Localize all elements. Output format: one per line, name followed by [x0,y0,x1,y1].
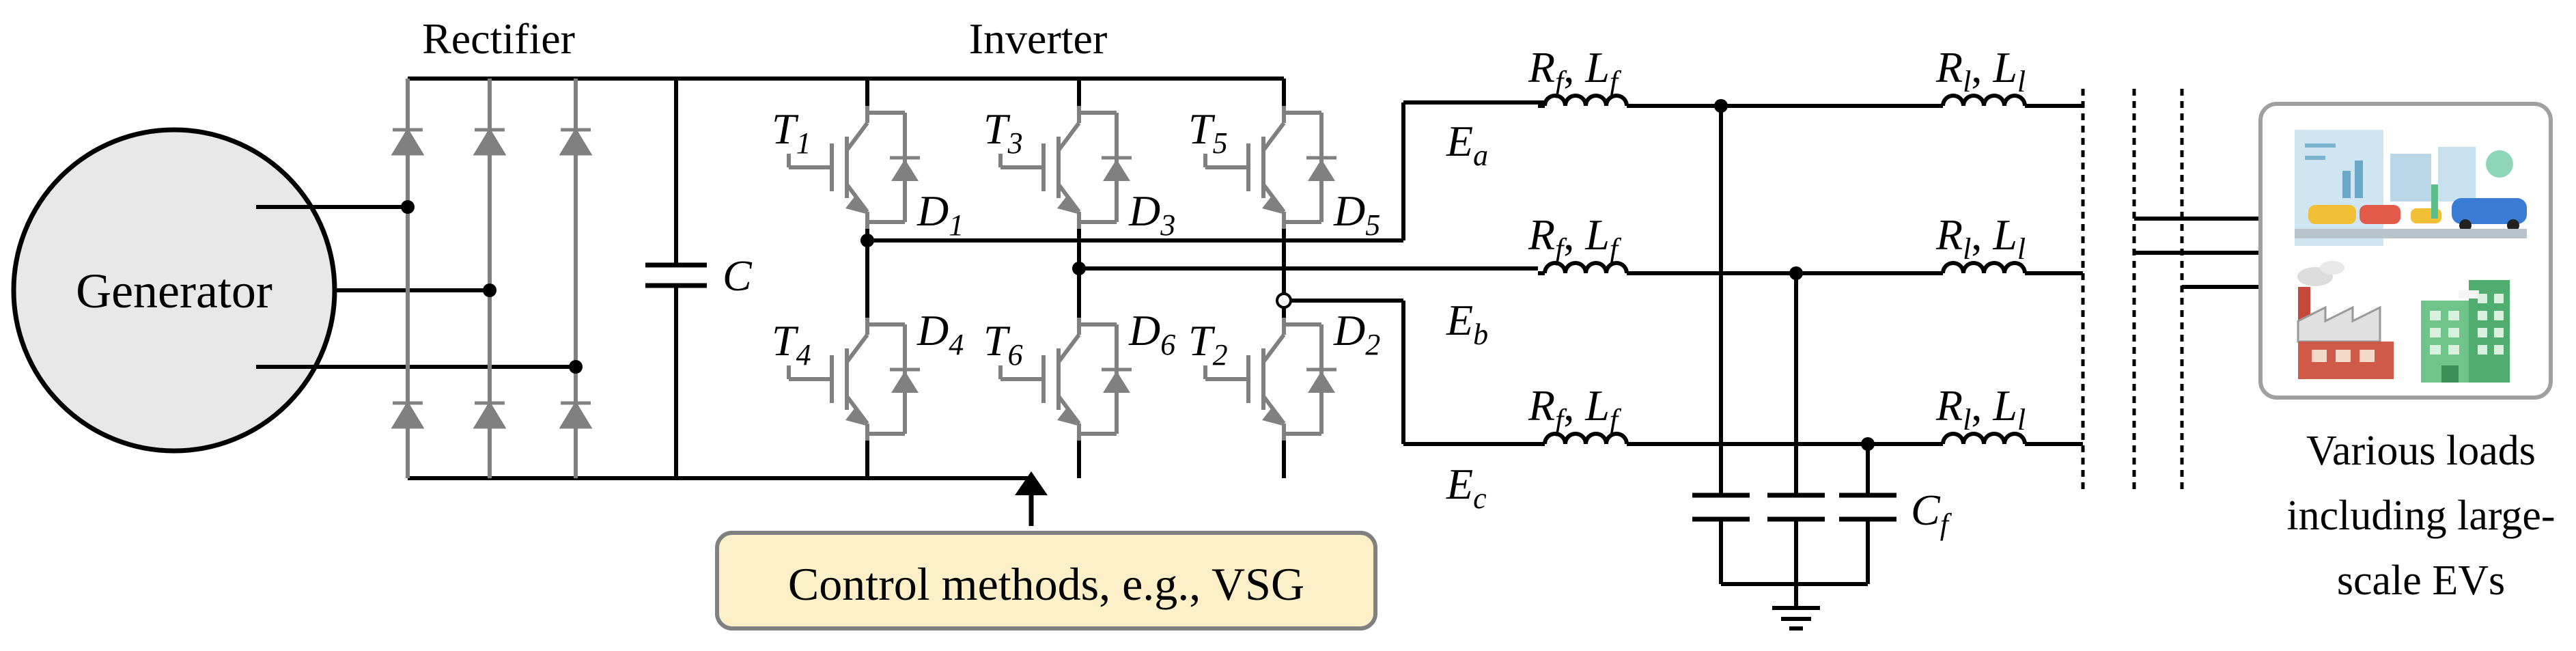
diode-label: D2 [1333,306,1380,361]
generator-wires [256,205,576,369]
diode-label: D1 [916,186,964,242]
inverter-switch-4: T4 D4 [772,306,964,441]
diode-label: D5 [1333,186,1380,242]
generator-label: Generator [76,264,272,318]
diode-label: D6 [1128,306,1175,361]
building-icon [2421,280,2510,383]
filter-rl-label: Rf, Lf [1528,381,1622,437]
output-line-1: Rf, Lf Rl, Ll [1528,43,2083,108]
phase-label-a: Ea [1446,117,1488,172]
diode-label: D3 [1128,186,1175,242]
diode-label: D4 [916,306,964,361]
inverter-output-wires [867,100,1545,446]
transistor-label: T3 [983,105,1023,160]
filter-rl-label: Rf, Lf [1528,43,1622,98]
control-box-label: Control methods, e.g., VSG [788,558,1304,610]
rectifier-diodes [391,128,593,429]
load-wires [2134,217,2260,289]
filter-cap-label: Cf [1911,486,1952,541]
transistor-label: T2 [1188,316,1228,372]
svg-text:Various loads: Various loads [2306,428,2536,474]
line-rl-label: Rl, Ll [1935,381,2026,437]
control-box: Control methods, e.g., VSG [715,471,1377,631]
transistor-label: T6 [983,316,1023,372]
transistor-label: T5 [1188,105,1228,160]
rectifier-label: Rectifier [422,14,575,63]
transistor-label: T4 [772,316,811,372]
svg-text:including large-: including large- [2286,493,2555,539]
output-line-2: Rf, Lf Rl, Ll [1528,210,2083,275]
factory-icon [2297,261,2394,379]
inverter-label: Inverter [969,14,1108,63]
phase-label-c: Ec [1446,460,1487,515]
inverter-switch-6: T2 D2 [1188,306,1380,441]
dashed-buses [2081,89,2184,492]
filter-capacitors [1692,106,1896,631]
loads-caption: Various loads including large- scale EVs [2286,428,2555,604]
capacitor-label: C [723,251,753,300]
loads-box [2258,102,2553,400]
rectifier [391,77,1284,480]
generator-circle [11,127,337,454]
svg-text:scale EVs: scale EVs [2337,557,2505,604]
output-line-3: Rf, Lf Rl, Ll [1528,381,2083,446]
output-lines: Rf, Lf Rl, Ll Rf, Lf Rl, Ll Rf, Lf Rl, Ll [1528,43,2083,446]
inverter-switch-5: T6 D6 [983,306,1175,441]
generator: Generator [11,127,337,454]
line-rl-label: Rl, Ll [1935,210,2026,266]
dc-capacitor: C [645,79,753,478]
phase-label-b: Eb [1446,296,1488,351]
line-rl-label: Rl, Ll [1935,43,2026,98]
phase-labels: Ea Eb Ec [1446,117,1488,515]
filter-rl-label: Rf, Lf [1528,210,1622,266]
ev-parking-icon [2295,130,2527,246]
transistor-label: T1 [772,105,811,160]
